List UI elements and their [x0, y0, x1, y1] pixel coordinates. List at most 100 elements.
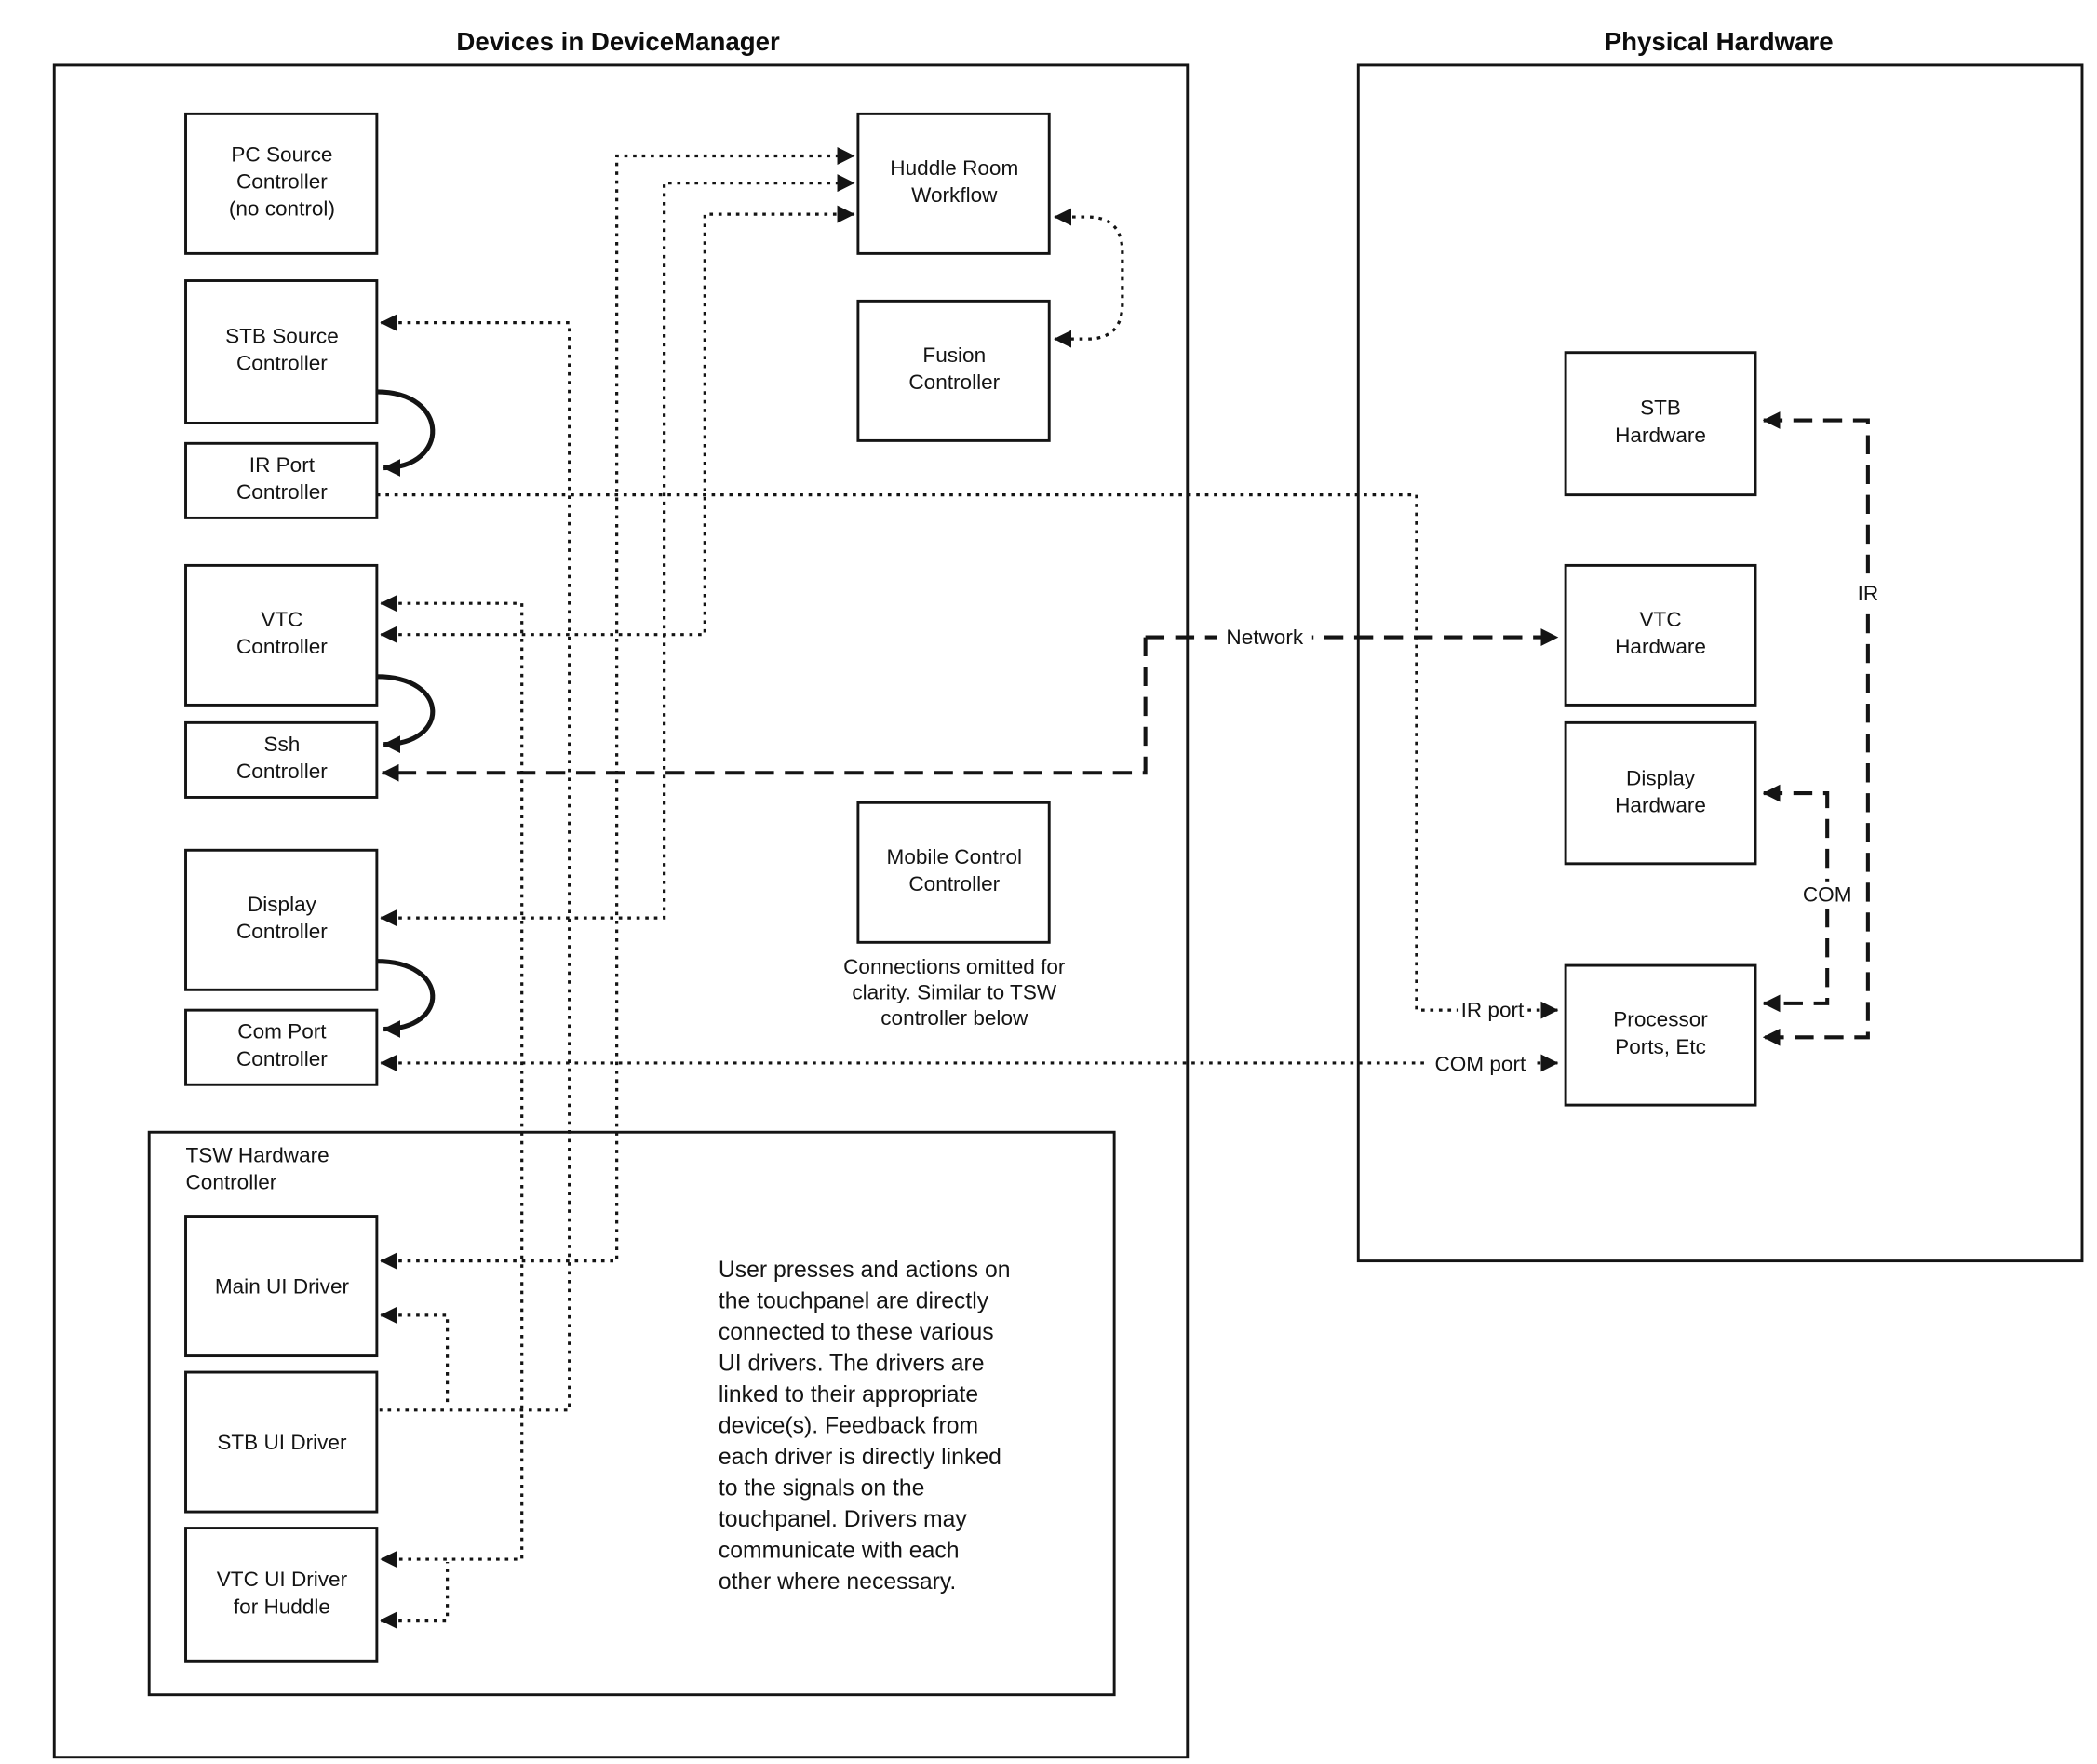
- mobile-control-controller-rect: [856, 801, 1051, 944]
- connector-vtc-to-huddle: [380, 205, 855, 644]
- tsw-paragraph: User presses and actions on the touchpan…: [719, 1258, 1011, 1595]
- connector-com-processor-to-display-hardware: [1762, 784, 1830, 1013]
- omitted-note-line-3: controller below: [880, 1006, 1028, 1030]
- devicemanager-container: [52, 63, 1190, 1759]
- ir-port-controller-box: IR Port Controller: [184, 441, 379, 519]
- ssh-controller-rect: [184, 720, 379, 799]
- huddle-label-2: Workflow: [911, 183, 998, 207]
- ssh-label-2: Controller: [236, 760, 328, 783]
- omitted-note-line-2: clarity. Similar to TSW: [852, 980, 1056, 1003]
- display-hardware-label-1: Display: [1626, 766, 1696, 789]
- network-label: Network: [1226, 626, 1303, 649]
- ir-port-label: IR port: [1461, 998, 1525, 1021]
- processor-ports-label-2: Ports, Etc: [1615, 1035, 1706, 1058]
- com-port-label-2: Controller: [236, 1047, 328, 1071]
- vtc-label-1: VTC: [261, 608, 302, 631]
- ssh-controller-box: Ssh Controller: [184, 720, 379, 799]
- connector-vtc-to-ssh: [376, 674, 436, 754]
- tsw-paragraph-line-1: User presses and actions on: [719, 1258, 1011, 1283]
- display-hardware-box: Display Hardware: [1564, 720, 1757, 866]
- connector-ir-processor-to-stb-hardware: [1762, 411, 1870, 1046]
- physical-hardware-title: Physical Hardware: [1605, 27, 1834, 56]
- pc-source-controller-box: PC Source Controller (no control): [184, 112, 379, 255]
- display-label-2: Controller: [236, 920, 328, 943]
- connector-network-to-ssh: [381, 637, 1148, 782]
- connector-main-ui-to-stb-ui: [380, 1306, 450, 1407]
- connector-display-to-huddle: [380, 174, 855, 927]
- pc-source-controller-rect: [184, 112, 379, 255]
- processor-ports-box: Processor Ports, Etc: [1564, 963, 1757, 1107]
- tsw-paragraph-line-11: other where necessary.: [719, 1569, 956, 1595]
- vtc-ui-driver-label-2: for Huddle: [234, 1595, 330, 1618]
- main-ui-driver-rect: [184, 1215, 379, 1358]
- com-port-controller-box: Com Port Controller: [184, 1008, 379, 1086]
- main-ui-driver-box: Main UI Driver: [184, 1215, 379, 1358]
- stb-ui-driver-label: STB UI Driver: [217, 1431, 347, 1454]
- ir-port-label-1: IR Port: [249, 453, 316, 477]
- connector-huddle-to-fusion: [1054, 208, 1124, 348]
- vtc-hardware-box: VTC Hardware: [1564, 563, 1757, 707]
- fusion-controller-box: Fusion Controller: [856, 299, 1051, 442]
- fusion-controller-rect: [856, 299, 1051, 442]
- connector-stb-source-to-ir-port: [376, 389, 436, 477]
- tsw-paragraph-line-5: linked to their appropriate: [719, 1382, 978, 1407]
- mobile-label-1: Mobile Control: [887, 845, 1022, 869]
- display-hardware-label-2: Hardware: [1615, 793, 1706, 816]
- pc-source-label-2: Controller: [236, 169, 328, 193]
- stb-source-label-1: STB Source: [225, 325, 339, 348]
- tsw-paragraph-line-4: UI drivers. The drivers are: [719, 1352, 985, 1377]
- com-port-label-1: Com Port: [237, 1020, 327, 1044]
- display-controller-box: Display Controller: [184, 848, 379, 991]
- tsw-label-1: TSW Hardware: [186, 1143, 329, 1166]
- tsw-paragraph-line-9: touchpanel. Drivers may: [719, 1507, 967, 1532]
- mobile-label-2: Controller: [908, 872, 1000, 895]
- stb-hardware-box: STB Hardware: [1564, 351, 1757, 497]
- vtc-ui-driver-box: VTC UI Driver for Huddle: [184, 1527, 379, 1663]
- vtc-controller-box: VTC Controller: [184, 563, 379, 707]
- display-hardware-rect: [1564, 720, 1757, 866]
- display-controller-rect: [184, 848, 379, 991]
- stb-source-controller-box: STB Source Controller: [184, 279, 379, 424]
- devicemanager-title: Devices in DeviceManager: [456, 27, 780, 56]
- connector-display-to-com-port: [376, 959, 436, 1038]
- huddle-label-1: Huddle Room: [890, 156, 1018, 180]
- stb-ui-driver-rect: [184, 1370, 379, 1514]
- vtc-hardware-rect: [1564, 563, 1757, 707]
- stb-hardware-label-2: Hardware: [1615, 424, 1706, 447]
- vtc-hardware-label-2: Hardware: [1615, 635, 1706, 658]
- display-label-1: Display: [248, 893, 317, 916]
- main-ui-driver-label: Main UI Driver: [215, 1275, 350, 1299]
- tsw-paragraph-line-10: communicate with each: [719, 1539, 960, 1564]
- tsw-paragraph-line-7: each driver is directly linked: [719, 1445, 1001, 1470]
- ir-port-label-2: Controller: [236, 480, 328, 504]
- tsw-paragraph-line-2: the touchpanel are directly: [719, 1289, 989, 1314]
- mobile-control-controller-box: Mobile Control Controller: [856, 801, 1051, 944]
- stb-source-label-2: Controller: [236, 352, 328, 375]
- tsw-paragraph-line-3: connected to these various: [719, 1320, 994, 1345]
- ir-port-controller-rect: [184, 441, 379, 519]
- tsw-label-2: Controller: [186, 1170, 277, 1193]
- ssh-label-1: Ssh: [263, 733, 300, 756]
- vtc-ui-driver-rect: [184, 1527, 379, 1663]
- connector-ir-port-line: [376, 493, 1459, 1012]
- vtc-ui-driver-label-1: VTC UI Driver: [217, 1568, 348, 1591]
- physical-hardware-container: [1356, 63, 2084, 1263]
- connector-main-ui-to-huddle: [380, 147, 855, 1271]
- vtc-label-2: Controller: [236, 635, 328, 658]
- stb-hardware-label-1: STB: [1640, 397, 1681, 420]
- vtc-hardware-label-1: VTC: [1639, 608, 1681, 631]
- omitted-note-line-1: Connections omitted for: [843, 955, 1066, 978]
- huddle-room-workflow-box: Huddle Room Workflow: [856, 112, 1051, 255]
- network-label-bg: [1217, 622, 1312, 653]
- huddle-room-workflow-rect: [856, 112, 1051, 255]
- connector-vtc-ui-internal: [380, 1561, 450, 1630]
- fusion-label-1: Fusion: [922, 343, 986, 367]
- ir-label-bg: [1851, 580, 1886, 608]
- pc-source-label-1: PC Source: [231, 142, 332, 166]
- stb-hardware-rect: [1564, 351, 1757, 497]
- connector-vtc-ui-to-vtc: [380, 594, 524, 1569]
- tsw-paragraph-line-6: device(s). Feedback from: [719, 1414, 978, 1439]
- com-port-label: COM port: [1434, 1053, 1526, 1076]
